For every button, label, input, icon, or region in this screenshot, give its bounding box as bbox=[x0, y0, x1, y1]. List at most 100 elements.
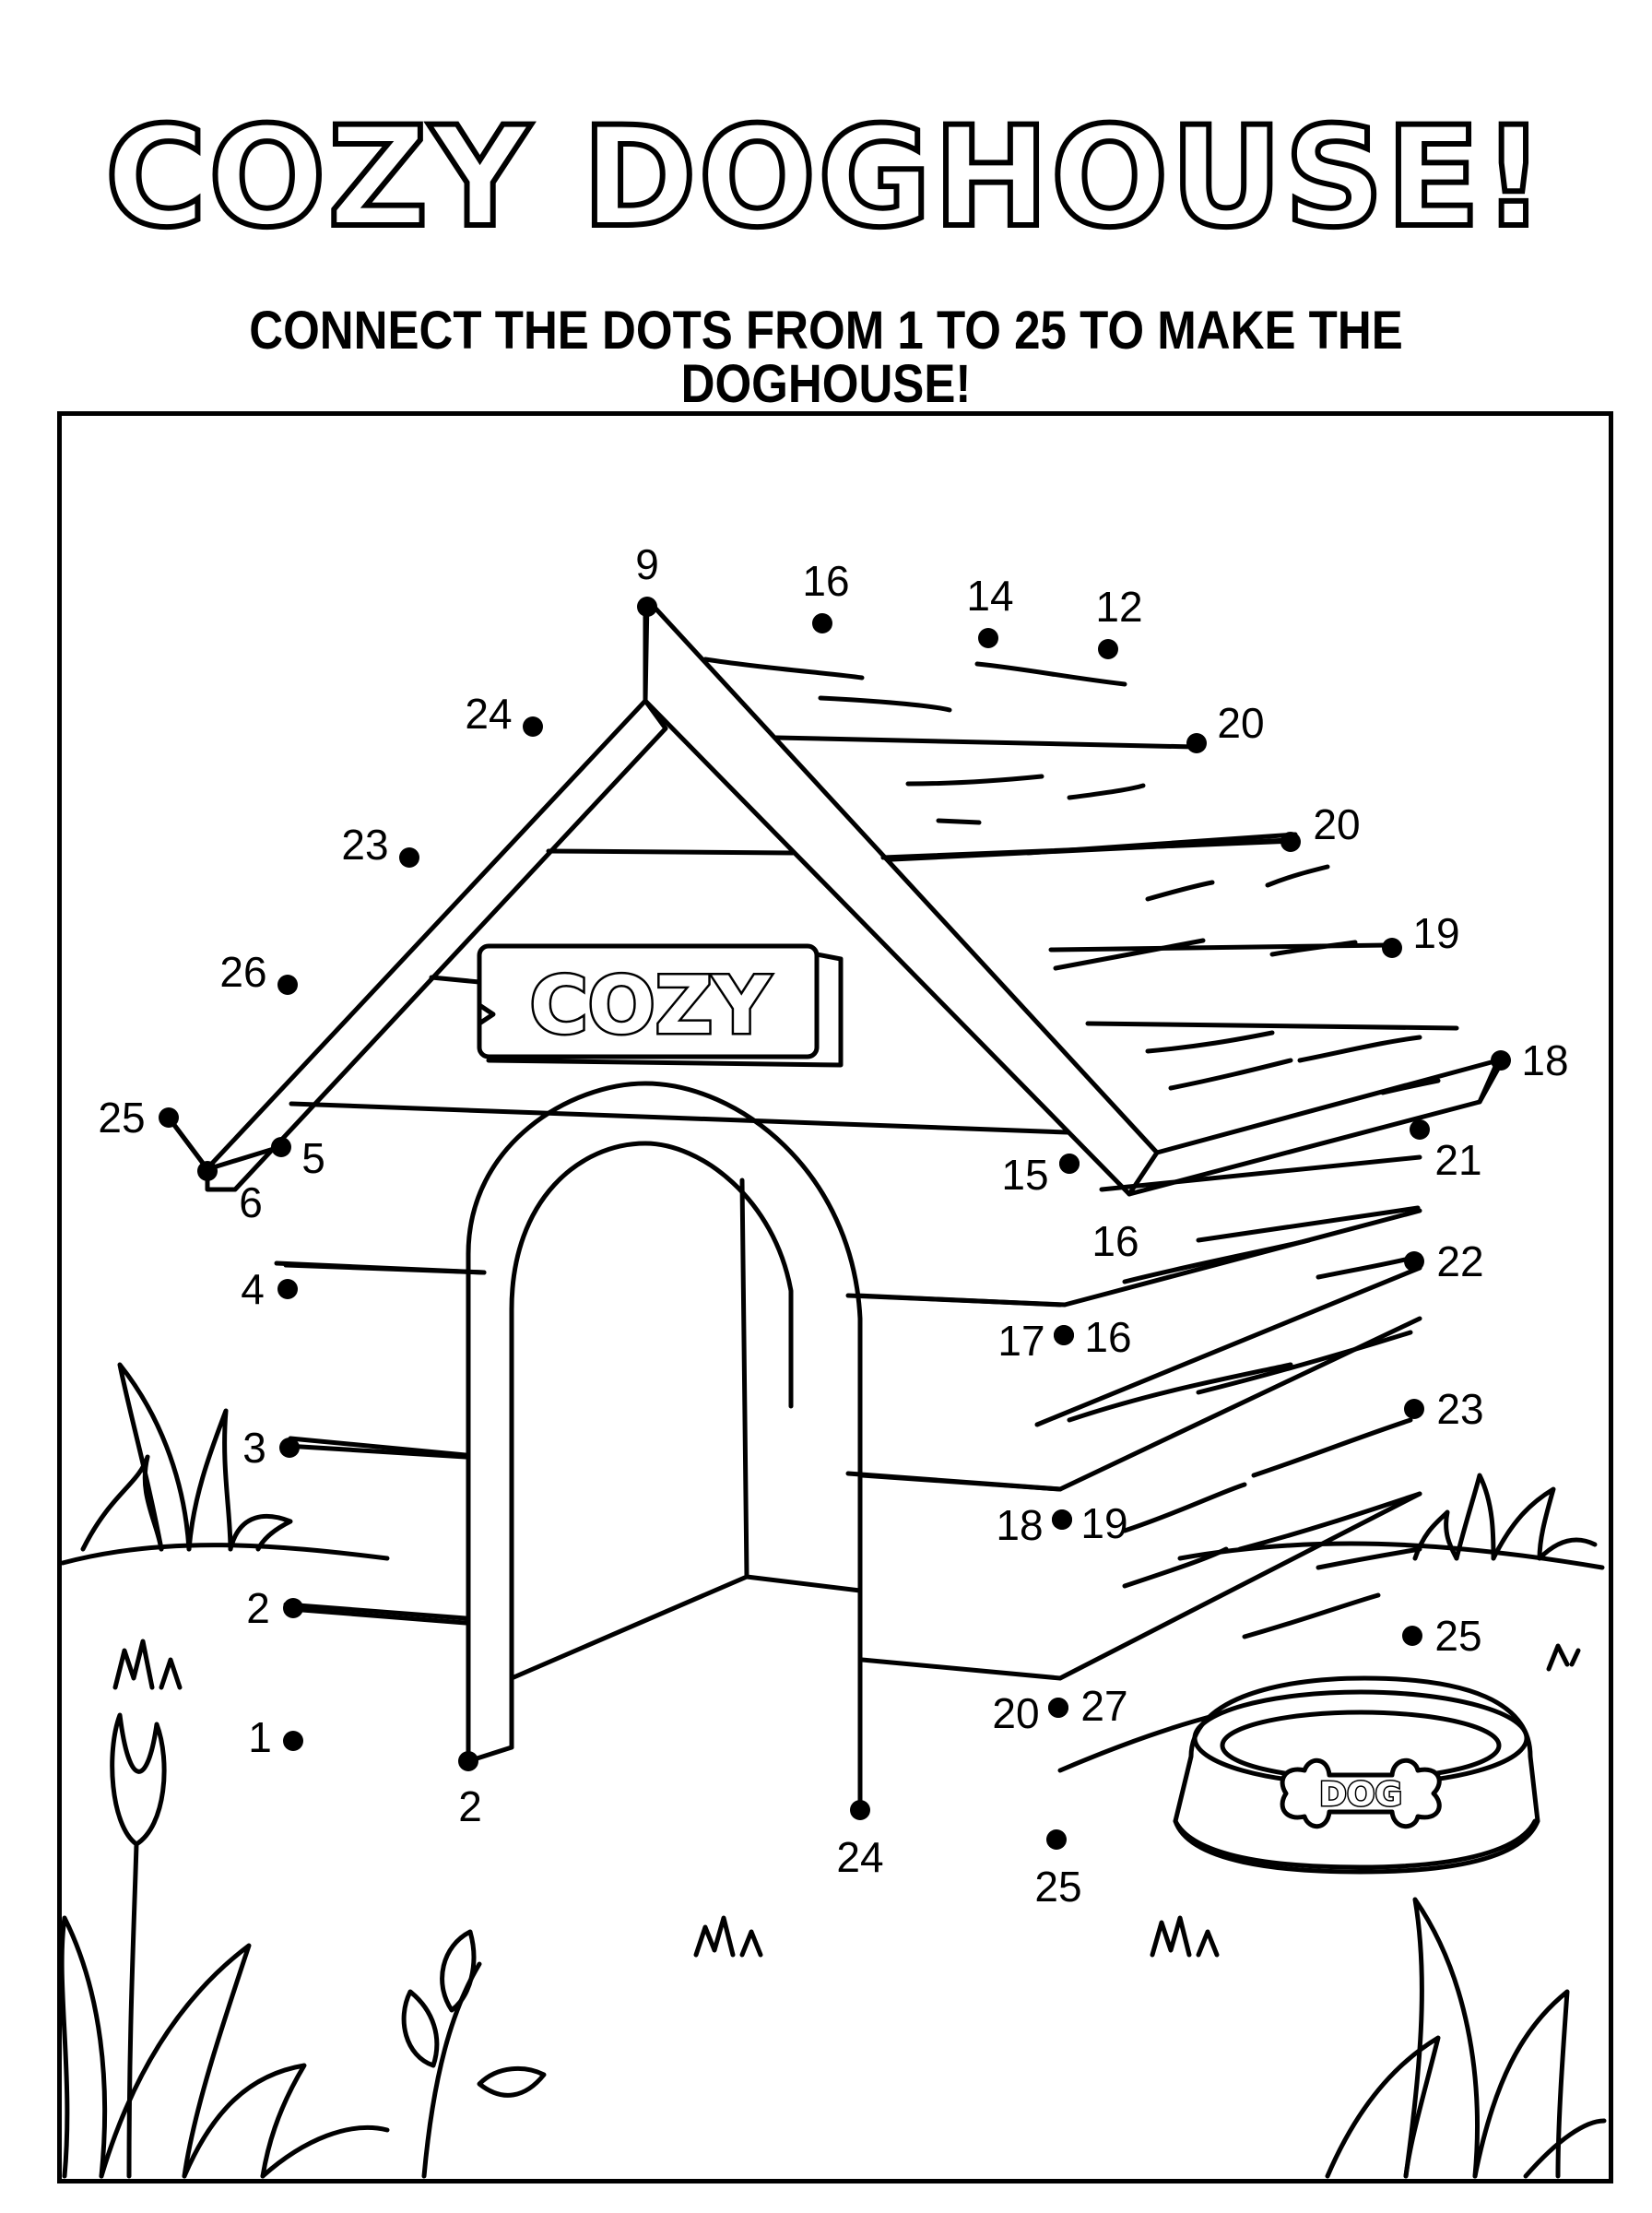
dot-marker[interactable] bbox=[1280, 832, 1301, 852]
dot-label: 26 bbox=[219, 948, 266, 996]
dot-14[interactable]: 14 bbox=[966, 572, 1014, 648]
dot-26[interactable]: 26 bbox=[219, 948, 298, 996]
dot-label: 18 bbox=[996, 1501, 1043, 1549]
dot-22[interactable]: 22 bbox=[1404, 1237, 1484, 1285]
dot-20[interactable]: 20 bbox=[1280, 800, 1361, 852]
dot-label: 5 bbox=[301, 1134, 325, 1182]
dot-9[interactable]: 9 bbox=[635, 540, 659, 617]
dot-marker[interactable] bbox=[812, 613, 832, 633]
dot-16[interactable]: 16 bbox=[1059, 1154, 1139, 1265]
dot-label: 25 bbox=[1434, 1612, 1481, 1660]
dot-label: 2 bbox=[458, 1782, 482, 1830]
dot-label: 16 bbox=[1084, 1313, 1131, 1361]
dot-marker[interactable] bbox=[850, 1800, 870, 1820]
dot-2[interactable]: 2 bbox=[246, 1584, 303, 1632]
dot-5[interactable]: 5 bbox=[271, 1134, 325, 1182]
dot-label: 20 bbox=[1217, 699, 1264, 747]
dot-label: 3 bbox=[242, 1424, 266, 1472]
dot-label: 27 bbox=[1080, 1682, 1127, 1730]
dot-marker[interactable] bbox=[1410, 1119, 1430, 1140]
foreground-plants bbox=[59, 1712, 1607, 2179]
dot-25[interactable]: 25 bbox=[1402, 1612, 1482, 1660]
dot-label: 12 bbox=[1095, 583, 1142, 631]
sign-text: COZY bbox=[530, 960, 773, 1052]
dot-label: 19 bbox=[1080, 1499, 1127, 1547]
dot-marker[interactable] bbox=[1186, 733, 1207, 753]
dot-marker[interactable] bbox=[1402, 1626, 1422, 1646]
dot-12[interactable]: 12 bbox=[1095, 583, 1143, 659]
instruction-text: CONNECT THE DOTS FROM 1 TO 25 TO MAKE TH… bbox=[249, 301, 1403, 414]
dot-24[interactable]: 24 bbox=[465, 690, 543, 738]
dot-marker[interactable] bbox=[1054, 1325, 1074, 1345]
dot-16[interactable]: 16 bbox=[1054, 1313, 1132, 1361]
dot-marker[interactable] bbox=[197, 1161, 218, 1181]
dot-25[interactable]: 25 bbox=[1034, 1829, 1082, 1911]
dot-19[interactable]: 19 bbox=[1382, 909, 1460, 958]
dot-marker[interactable] bbox=[978, 628, 998, 648]
dot-label: 18 bbox=[1521, 1036, 1568, 1084]
dot-3[interactable]: 3 bbox=[242, 1424, 300, 1472]
dot-label: 1 bbox=[248, 1713, 272, 1761]
dot-marker[interactable] bbox=[637, 597, 657, 617]
bowl-text: DOG bbox=[1319, 1776, 1402, 1814]
dot-marker[interactable] bbox=[1052, 1509, 1072, 1530]
dot-marker[interactable] bbox=[271, 1137, 291, 1157]
dot-23[interactable]: 23 bbox=[341, 821, 419, 869]
dot-marker[interactable] bbox=[277, 1279, 298, 1299]
dot-label: 15 bbox=[1001, 1151, 1048, 1199]
dot-marker[interactable] bbox=[1382, 938, 1402, 958]
dot-6[interactable]: 6 bbox=[197, 1161, 263, 1226]
dot-marker[interactable] bbox=[279, 1438, 300, 1458]
dot-21[interactable]: 21 bbox=[1410, 1119, 1482, 1184]
dot-marker[interactable] bbox=[277, 975, 298, 995]
dot-label: 23 bbox=[1436, 1385, 1483, 1433]
dot-2[interactable]: 2 bbox=[458, 1751, 482, 1830]
dot-label: 6 bbox=[239, 1178, 263, 1226]
dot-25[interactable]: 25 bbox=[98, 1094, 179, 1142]
dot-marker[interactable] bbox=[1048, 1698, 1068, 1718]
dot-label: 19 bbox=[1412, 909, 1459, 957]
dot-label: 16 bbox=[802, 557, 849, 605]
dot-marker[interactable] bbox=[1404, 1251, 1424, 1272]
dot-27[interactable]: 27 bbox=[1048, 1682, 1128, 1730]
dot-label: 25 bbox=[1034, 1863, 1081, 1911]
dot-19[interactable]: 19 bbox=[1052, 1499, 1128, 1547]
dot-label: 21 bbox=[1434, 1136, 1481, 1184]
dot-marker[interactable] bbox=[1098, 639, 1118, 659]
dot-marker[interactable] bbox=[1404, 1399, 1424, 1419]
dot-marker[interactable] bbox=[458, 1751, 478, 1771]
dot-marker[interactable] bbox=[159, 1107, 179, 1128]
dot-label: 20 bbox=[1313, 800, 1360, 848]
dot-label: 17 bbox=[997, 1317, 1044, 1365]
dot-marker[interactable] bbox=[399, 847, 419, 868]
page-title: COZY DOGHOUSE! bbox=[102, 98, 1548, 258]
dot-marker[interactable] bbox=[283, 1598, 303, 1618]
dot-20[interactable]: 20 bbox=[1186, 699, 1265, 753]
dot-label: 23 bbox=[341, 821, 388, 869]
grass-tufts bbox=[80, 1362, 1598, 1958]
dot-24[interactable]: 24 bbox=[836, 1800, 884, 1881]
dot-label: 24 bbox=[465, 690, 512, 738]
dot-16[interactable]: 16 bbox=[802, 557, 850, 633]
dot-18[interactable]: 18 bbox=[1491, 1036, 1569, 1084]
dot-marker[interactable] bbox=[1059, 1154, 1080, 1174]
dot-label: 14 bbox=[966, 572, 1013, 620]
dot-label: 2 bbox=[246, 1584, 270, 1632]
dot-label: 25 bbox=[98, 1094, 145, 1142]
dot-4[interactable]: 4 bbox=[241, 1265, 298, 1313]
dot-1[interactable]: 1 bbox=[248, 1713, 303, 1761]
dot-23[interactable]: 23 bbox=[1404, 1385, 1484, 1433]
ground-hills bbox=[60, 1541, 1605, 1570]
dot-label: 16 bbox=[1092, 1217, 1139, 1265]
dot-marker[interactable] bbox=[1491, 1050, 1511, 1071]
dot-label: 24 bbox=[836, 1833, 883, 1881]
dot-marker[interactable] bbox=[1046, 1829, 1067, 1850]
dot-marker[interactable] bbox=[523, 716, 543, 737]
dot-label: 22 bbox=[1436, 1237, 1483, 1285]
doghouse bbox=[166, 597, 1540, 1875]
dot-label: 20 bbox=[992, 1689, 1039, 1737]
dot-marker[interactable] bbox=[283, 1731, 303, 1751]
